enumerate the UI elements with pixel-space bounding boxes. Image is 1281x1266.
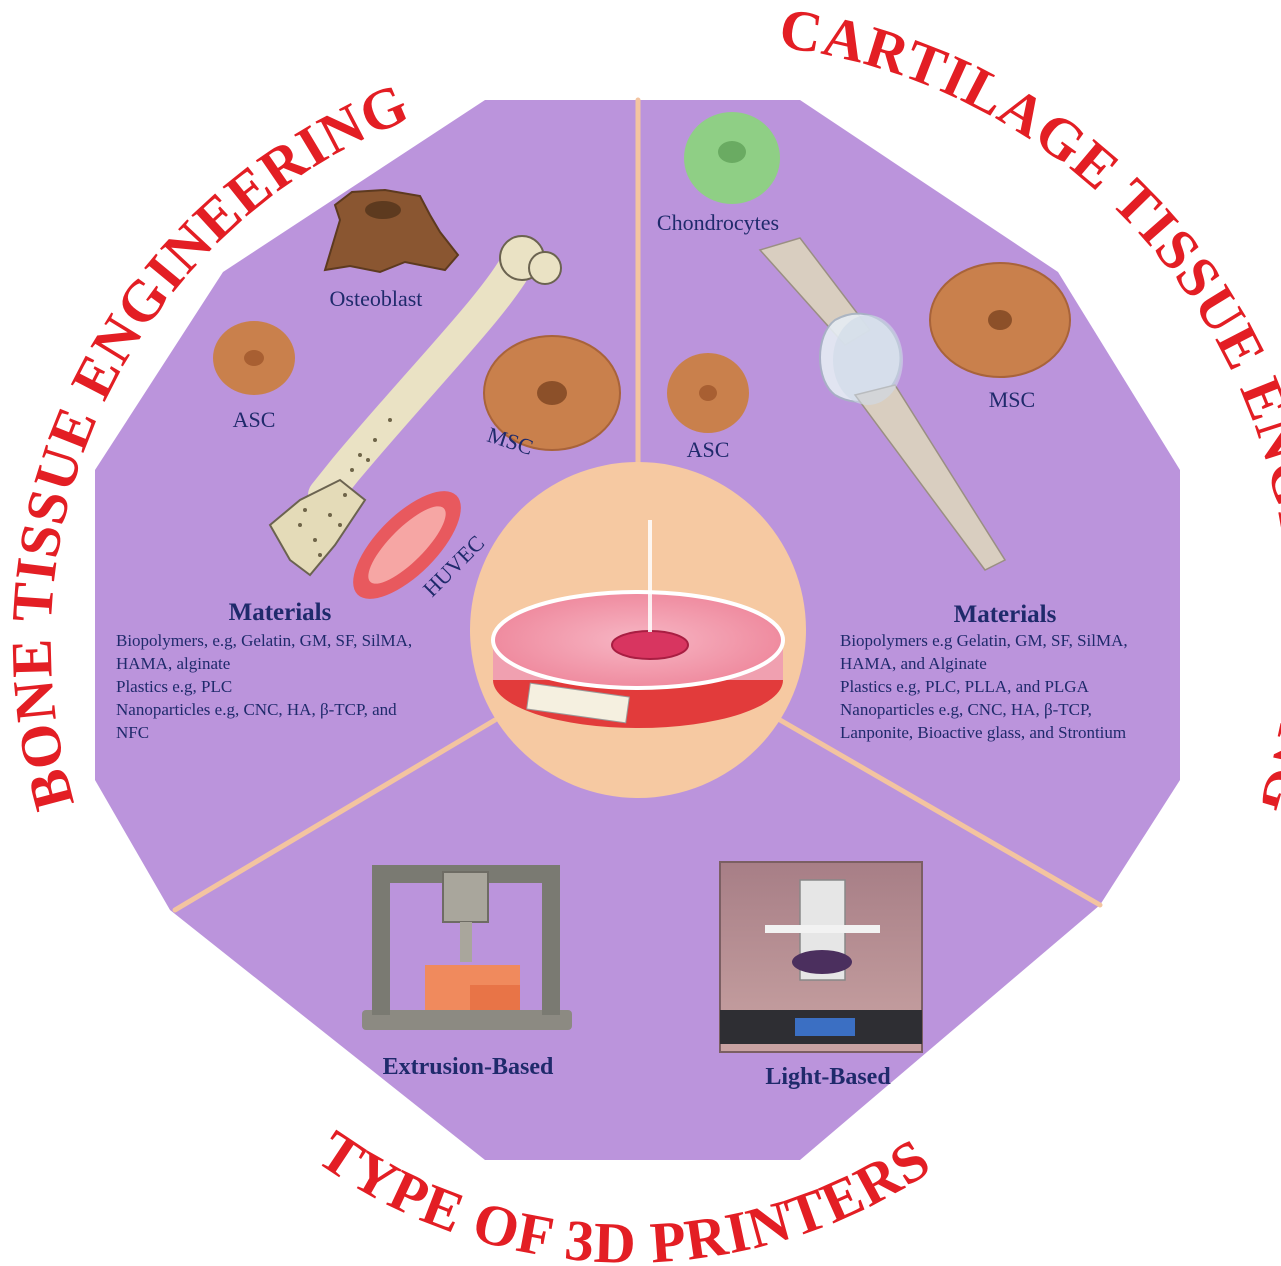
- asc-cell-icon-cartilage: [667, 353, 749, 433]
- femur-bone-icon: [268, 235, 562, 577]
- msc-cell-icon-bone: [483, 335, 621, 451]
- cartilage-material-line: Lanponite, Bioactive glass, and Strontiu…: [840, 723, 1126, 742]
- knee-joint-icon: [758, 237, 1007, 571]
- osteoblast-cell-icon: [323, 188, 460, 274]
- bone-material-line: NFC: [116, 723, 149, 742]
- cartilage-materials-heading: Materials: [954, 601, 1057, 628]
- cartilage-materials-list: Biopolymers e.g Gelatin, GM, SF, SilMA, …: [840, 631, 1128, 742]
- light-printer-icon: [719, 861, 923, 1053]
- bone-materials-heading: Materials: [229, 599, 332, 626]
- chondrocytes-label: Chondrocytes: [657, 210, 779, 235]
- msc-label-cartilage: MSC: [989, 387, 1035, 412]
- asc-label-cartilage: ASC: [687, 437, 730, 462]
- section-dividers: [172, 97, 1103, 913]
- osteoblast-label: Osteoblast: [330, 286, 423, 311]
- bone-material-line: HAMA, alginate: [116, 654, 230, 673]
- bone-material-line: Nanoparticles e.g, CNC, HA, β-TCP, and: [116, 700, 397, 719]
- extrusion-based-label: Extrusion-Based: [383, 1054, 554, 1080]
- bone-material-line: Biopolymers, e.g, Gelatin, GM, SF, SilMA…: [116, 631, 412, 650]
- petri-dish-icon: [491, 520, 785, 728]
- huvec-cell-icon: [353, 491, 461, 599]
- chondrocyte-cell-icon: [684, 112, 780, 204]
- bone-materials-list: Biopolymers, e.g, Gelatin, GM, SF, SilMA…: [116, 631, 412, 742]
- msc-cell-icon-cartilage: [929, 262, 1071, 378]
- asc-label-bone: ASC: [233, 407, 276, 432]
- cartilage-material-line: Biopolymers e.g Gelatin, GM, SF, SilMA,: [840, 631, 1128, 650]
- cartilage-material-line: Plastics e.g, PLC, PLLA, and PLGA: [840, 677, 1090, 696]
- bone-material-line: Plastics e.g, PLC: [116, 677, 232, 696]
- extrusion-printer-icon: [362, 865, 572, 1030]
- cartilage-material-line: Nanoparticles e.g, CNC, HA, β-TCP,: [840, 700, 1092, 719]
- asc-cell-icon-bone: [213, 321, 295, 395]
- cartilage-material-line: HAMA, and Alginate: [840, 654, 987, 673]
- light-based-label: Light-Based: [765, 1064, 891, 1090]
